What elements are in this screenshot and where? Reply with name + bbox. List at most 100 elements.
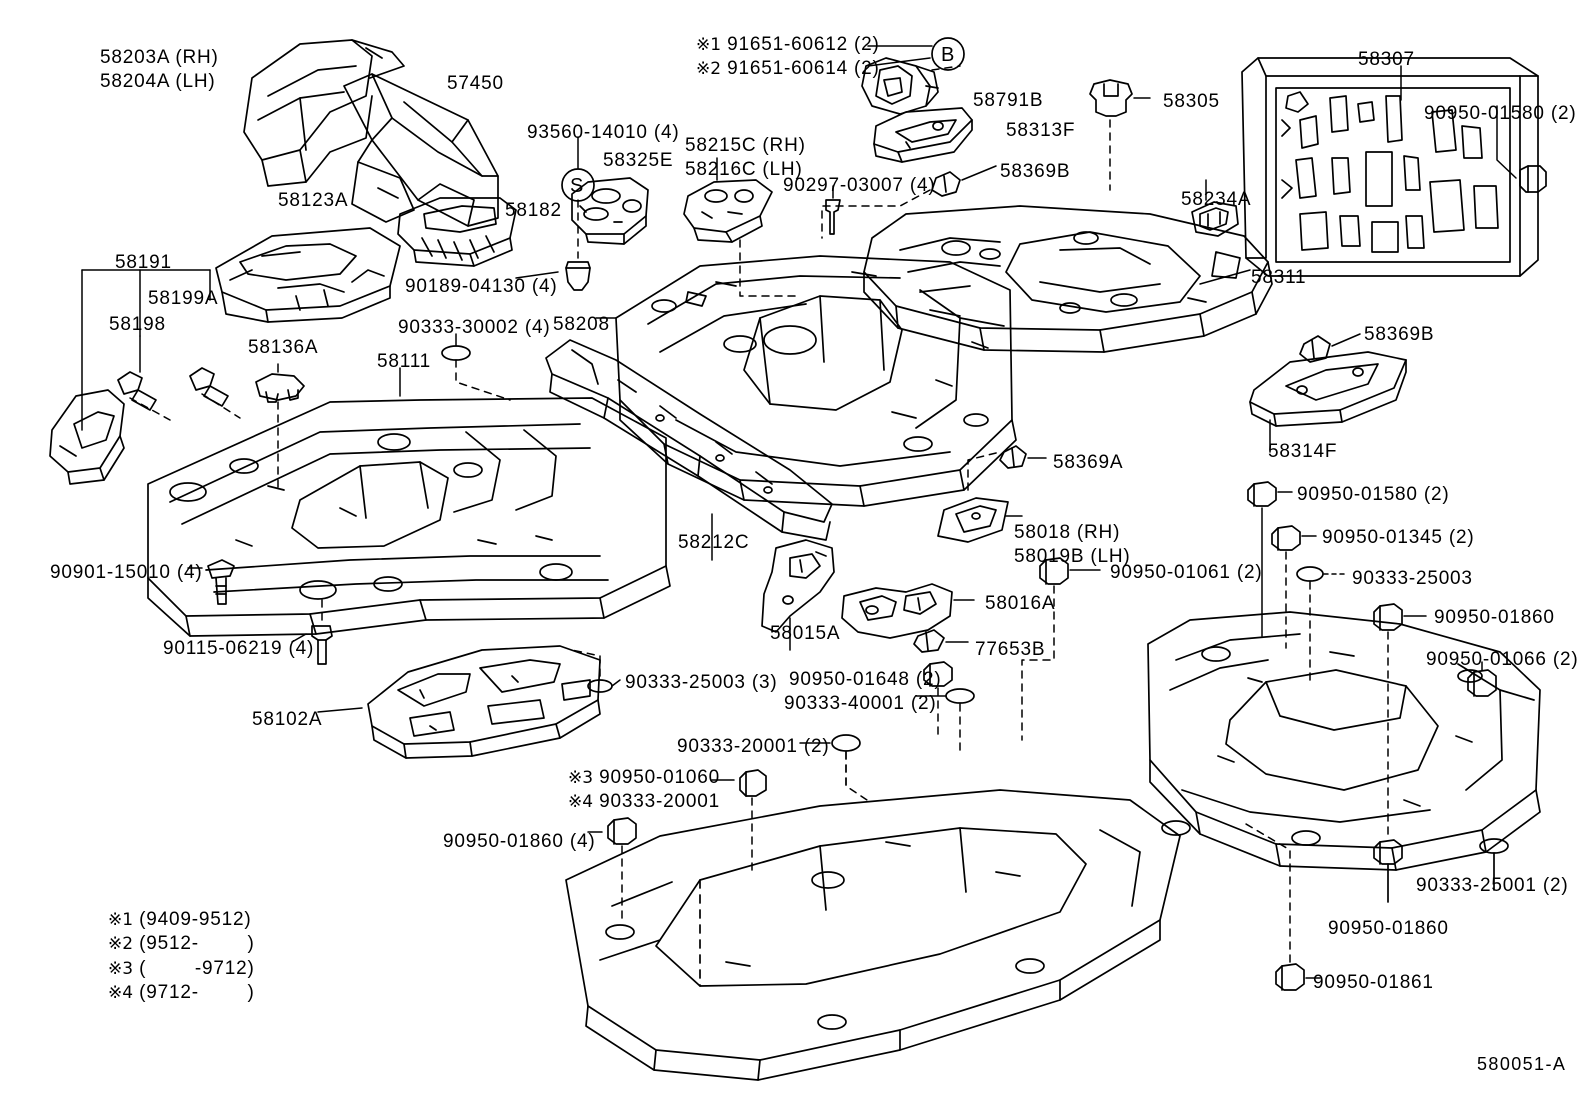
part-shape-58208 bbox=[615, 255, 1017, 507]
part-shape-58182 bbox=[397, 197, 517, 267]
part-90950-01860-4: 90950-01860 (4) bbox=[443, 831, 596, 852]
part-58136a: 58136A bbox=[248, 337, 319, 358]
part-shape-77653b bbox=[913, 629, 945, 653]
part-90950-01860-bot: 90950-01860 bbox=[1328, 918, 1449, 939]
leader-58215c-dash bbox=[739, 239, 801, 297]
part-shape-90950-01648 bbox=[923, 661, 953, 687]
part-90950-01580-mid: 90950-01580 (2) bbox=[1297, 484, 1450, 505]
part-shape-58313f bbox=[873, 107, 973, 163]
part-shape-90950-01580-mid bbox=[1247, 481, 1277, 507]
part-58198: 58198 bbox=[109, 314, 166, 335]
part-shape-bottom-insulator bbox=[565, 789, 1181, 1081]
legend-note-1: ※1 (9409-9512) bbox=[108, 909, 252, 930]
part-shape-90189-04130 bbox=[565, 261, 591, 291]
part-90333-25003-3: 90333-25003 (3) bbox=[625, 672, 778, 693]
part-shape-58325e bbox=[571, 177, 649, 245]
legend-notes: ※1 (9409-9512)※2 (9512- )※3 ( -9712)※4 (… bbox=[108, 908, 255, 1005]
part-58191: 58191 bbox=[115, 252, 172, 273]
part-shape-58305 bbox=[1089, 79, 1133, 117]
part-90333-25003-1: 90333-25003 bbox=[1352, 568, 1473, 589]
part-58325e: 58325E bbox=[603, 150, 674, 171]
part-91651-60614: ※2 91651-60614 (2) bbox=[696, 58, 880, 79]
part-shape-58191 bbox=[49, 389, 125, 485]
part-shape-58136a bbox=[255, 373, 305, 403]
legend-note-4: ※4 (9712- ) bbox=[108, 981, 255, 1003]
part-58111: 58111 bbox=[377, 351, 432, 372]
diagram-id: 580051-A bbox=[1477, 1054, 1567, 1074]
part-shape-90333-25003-3 bbox=[587, 679, 613, 693]
part-90333-20001-2: 90333-20001 (2) bbox=[677, 736, 830, 757]
circled-b-marker bbox=[931, 37, 965, 71]
part-shape-58215c bbox=[683, 179, 773, 243]
part-shape-rear-floor-pan bbox=[1147, 611, 1541, 871]
part-90950-01580-top: 90950-01580 (2) bbox=[1424, 103, 1577, 124]
part-shape-58123a bbox=[215, 227, 401, 323]
part-shape-58015a bbox=[761, 539, 835, 633]
part-90333-20001-mark: ※4 bbox=[568, 792, 594, 812]
part-shape-58369b-top bbox=[931, 171, 961, 197]
part-shape-58111 bbox=[147, 397, 671, 637]
part-shape-58102a bbox=[367, 645, 601, 759]
part-shape-58018 bbox=[937, 497, 1009, 543]
part-90950-01860-right: 90950-01860 bbox=[1434, 607, 1555, 628]
leader-box-58191 bbox=[81, 269, 211, 431]
part-58212c: 58212C bbox=[678, 532, 750, 553]
part-58369b-right: 58369B bbox=[1364, 324, 1435, 345]
part-90950-01061: 90950-01061 (2) bbox=[1110, 562, 1263, 583]
part-shape-58311 bbox=[863, 205, 1273, 353]
part-58369a: 58369A bbox=[1053, 452, 1124, 473]
part-90950-01060: ※3 90950-01060 bbox=[568, 767, 720, 788]
part-91651-60614-mark: ※2 bbox=[696, 59, 722, 79]
part-shape-57450 bbox=[343, 73, 499, 227]
part-58791b: 58791B bbox=[973, 90, 1044, 111]
part-58018-58019b: 58018 (RH) 58019B (LH) bbox=[1014, 522, 1131, 568]
part-shape-58198 bbox=[117, 371, 157, 411]
part-58208: 58208 bbox=[553, 314, 610, 335]
part-58102a: 58102A bbox=[252, 709, 323, 730]
part-shape-90950-01061 bbox=[1039, 557, 1069, 585]
part-90333-25001: 90333-25001 (2) bbox=[1416, 875, 1569, 896]
part-90333-40001: 90333-40001 (2) bbox=[784, 693, 937, 714]
part-shape-58234a bbox=[1191, 201, 1239, 237]
part-shape-90333-20001-2 bbox=[831, 734, 861, 752]
part-58314f: 58314F bbox=[1268, 441, 1338, 462]
part-58016a: 58016A bbox=[985, 593, 1056, 614]
circled-s-label: S bbox=[570, 175, 585, 197]
part-58215c-58216c: 58215C (RH) 58216C (LH) bbox=[685, 135, 806, 181]
part-93560-14010: 93560-14010 (4) bbox=[527, 122, 680, 143]
circled-b-label: B bbox=[941, 44, 956, 66]
legend-note-2-mark: ※2 bbox=[108, 934, 134, 955]
legend-note-1-mark: ※1 bbox=[108, 910, 134, 930]
part-shape-90950-01861 bbox=[1275, 963, 1305, 991]
part-77653b: 77653B bbox=[975, 639, 1046, 660]
part-58203a-58204a: 58203A (RH) 58204A (LH) bbox=[100, 47, 219, 93]
part-shape-58016a bbox=[841, 583, 953, 639]
part-shape-90950-01060 bbox=[739, 769, 767, 797]
part-90297-03007: 90297-03007 (4) bbox=[783, 175, 936, 196]
part-shape-90950-01345 bbox=[1271, 525, 1301, 551]
part-90901-15010: 90901-15010 (4) bbox=[50, 562, 203, 583]
part-91651-60612: ※1 91651-60612 (2) bbox=[696, 34, 880, 55]
part-shape-58791b bbox=[861, 57, 939, 115]
part-shape-90297-03007 bbox=[825, 199, 841, 235]
part-58311: 58311 bbox=[1251, 267, 1307, 288]
part-58369b-top: 58369B bbox=[1000, 161, 1071, 182]
part-shape-90333-25003-1 bbox=[1296, 566, 1324, 582]
part-90115-06219: 90115-06219 (4) bbox=[163, 638, 315, 659]
part-shape-90333-30002 bbox=[441, 345, 471, 361]
part-58015a: 58015A bbox=[770, 623, 841, 644]
part-58182: 58182 bbox=[505, 200, 562, 221]
part-shape-58369a bbox=[999, 445, 1027, 469]
legend-note-3: ※3 ( -9712) bbox=[108, 957, 255, 979]
part-shape-58199a bbox=[189, 367, 229, 407]
part-58234a: 58234A bbox=[1181, 189, 1252, 210]
part-shape-90950-01860-right bbox=[1373, 603, 1403, 631]
legend-note-4-mark: ※4 bbox=[108, 982, 134, 1003]
part-57450: 57450 bbox=[447, 73, 504, 94]
legend-note-3-mark: ※3 bbox=[108, 958, 134, 979]
part-58199a: 58199A bbox=[148, 288, 219, 309]
part-shape-90950-01860-4 bbox=[607, 817, 637, 845]
part-shape-90901-15010 bbox=[207, 559, 235, 605]
part-90333-20001: ※4 90333-20001 bbox=[568, 791, 720, 812]
